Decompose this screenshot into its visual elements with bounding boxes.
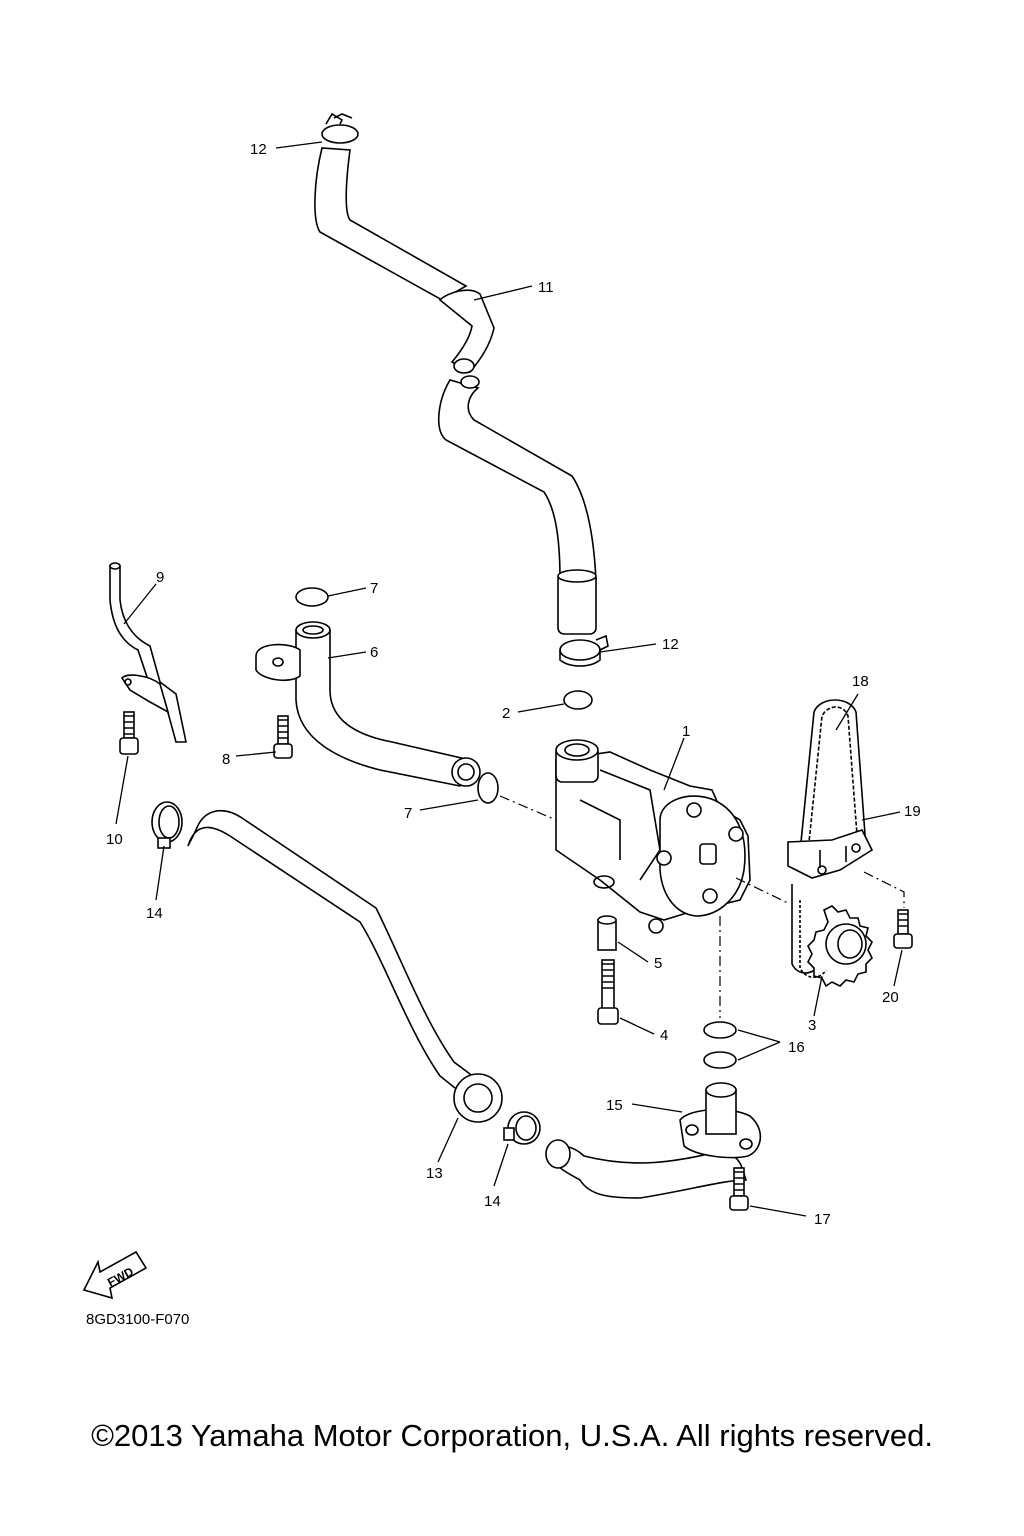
oil-pump-assembly <box>555 739 751 934</box>
bolt-20 <box>893 909 913 949</box>
hose-clamp-top <box>321 112 359 144</box>
callout-2: 2 <box>502 705 510 722</box>
o-ring-7-lower <box>477 772 499 804</box>
callout-9: 9 <box>156 569 164 586</box>
callout-8: 8 <box>222 751 230 768</box>
callout-6: 6 <box>370 644 378 661</box>
callout-15: 15 <box>606 1097 623 1114</box>
leader-lines <box>115 141 903 1217</box>
sprocket-3 <box>799 900 873 988</box>
callout-labels: 12 11 9 7 6 12 2 1 18 19 8 7 10 14 5 20 … <box>106 141 921 1228</box>
hose-clamp-14-right <box>503 1111 541 1145</box>
callout-7-lower: 7 <box>404 805 412 822</box>
callout-11: 11 <box>538 279 554 296</box>
callout-14-left: 14 <box>146 905 163 922</box>
callout-16: 16 <box>788 1039 805 1056</box>
callout-4: 4 <box>660 1027 668 1044</box>
forward-arrow-icon: FWD <box>82 1250 148 1300</box>
alignment-line-4 <box>863 871 905 908</box>
callout-10: 10 <box>106 831 123 848</box>
callout-7-top: 7 <box>370 580 378 597</box>
copyright-notice: ©2013 Yamaha Motor Corporation, U.S.A. A… <box>91 1418 933 1453</box>
chain-guide-19 <box>787 829 874 879</box>
hose-clamp-14-left <box>151 801 183 849</box>
collar-5 <box>597 915 617 951</box>
callout-12-lower: 12 <box>662 636 679 653</box>
bolt-4 <box>597 959 619 1025</box>
elbow-pipe-6 <box>255 621 481 787</box>
callout-18: 18 <box>852 673 869 690</box>
diagram-code: 8GD3100-F070 <box>86 1311 189 1328</box>
o-rings-16 <box>703 1021 737 1069</box>
o-ring-2 <box>563 690 593 710</box>
callout-14-right: 14 <box>484 1193 501 1210</box>
callout-17: 17 <box>814 1211 831 1228</box>
callout-12-top: 12 <box>250 141 267 158</box>
bolt-17 <box>729 1167 749 1211</box>
alignment-line-3 <box>735 877 791 905</box>
upper-hose <box>314 147 597 635</box>
o-ring-7-top <box>295 587 329 607</box>
alignment-line-1 <box>499 795 557 821</box>
callout-5: 5 <box>654 955 662 972</box>
breather-pipe <box>109 562 187 743</box>
hose-clamp-lower <box>559 634 609 667</box>
outlet-pipe-15 <box>545 1082 762 1199</box>
callout-3: 3 <box>808 1017 816 1034</box>
callout-19: 19 <box>904 803 921 820</box>
callout-13: 13 <box>426 1165 443 1182</box>
callout-1: 1 <box>682 723 690 740</box>
callout-20: 20 <box>882 989 899 1006</box>
bolt-10 <box>119 711 139 755</box>
long-hose-13 <box>187 810 503 1123</box>
bolt-8 <box>273 715 293 759</box>
